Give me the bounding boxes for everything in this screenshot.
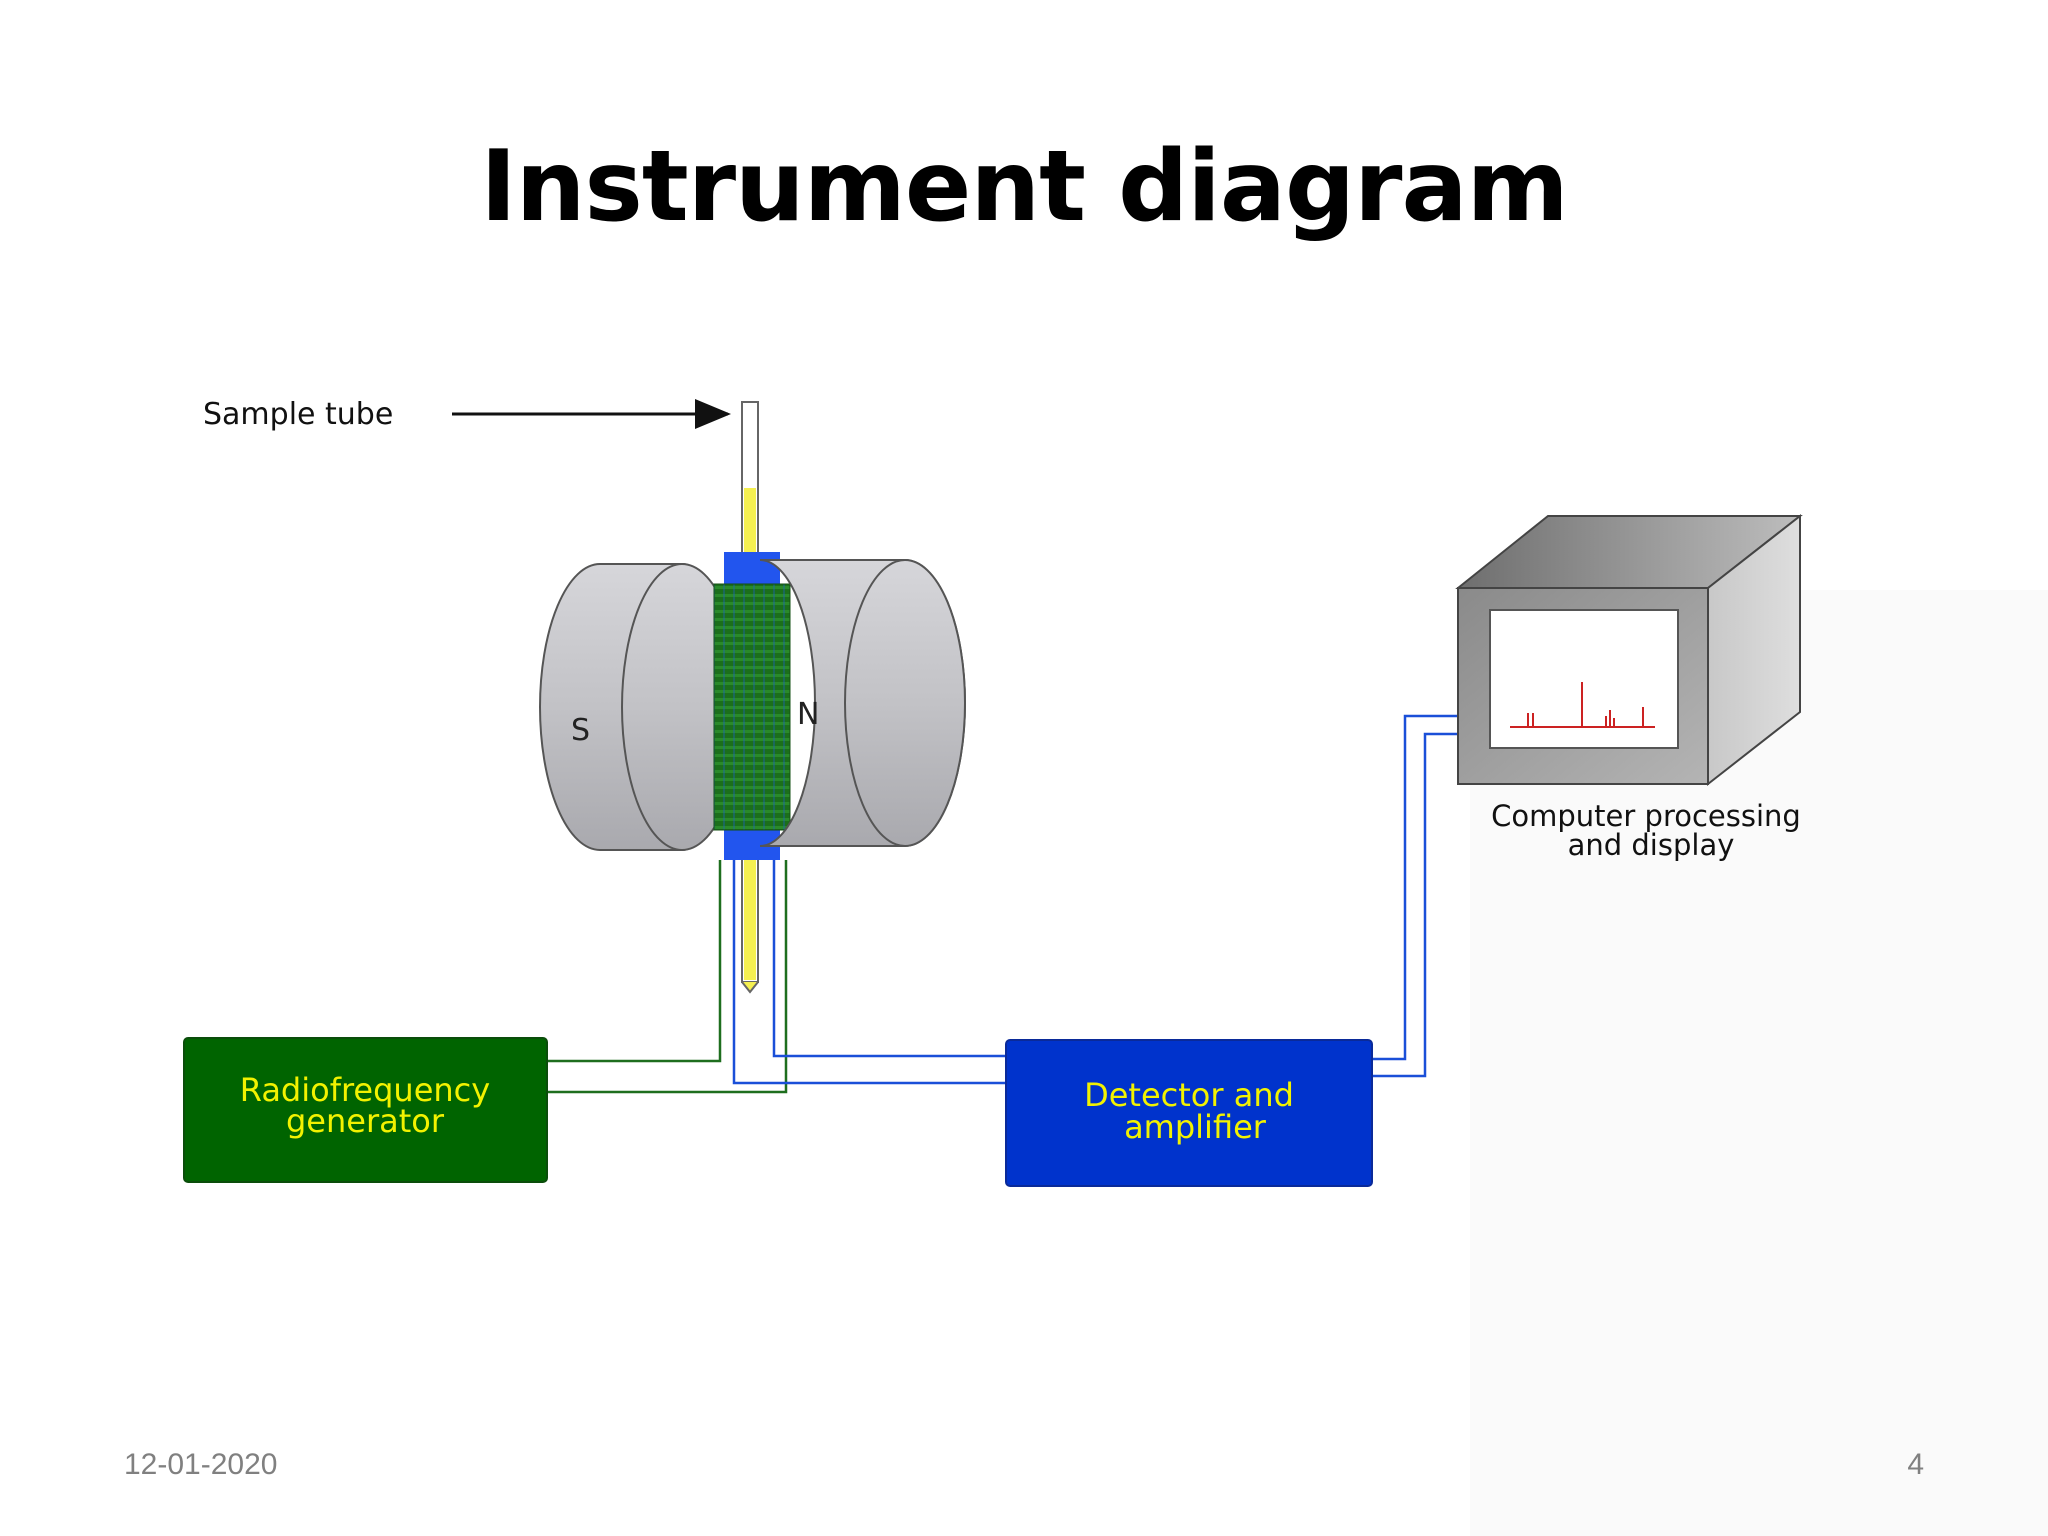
rf-coil [713,552,791,860]
computer-display [1455,513,1803,787]
detector-wires [732,714,1458,1085]
rf-generator-box: Radiofrequency generator [183,1037,548,1183]
sample-tube-label: Sample tube [203,397,393,432]
rf-generator-label-line1: Radiofrequency [240,1071,490,1109]
computer-label-line1: Computer processing [1491,799,1801,833]
detector-label-line2: amplifier [1124,1108,1267,1146]
magnet-south [539,563,743,851]
magnet-south-label: S [571,713,590,748]
footer-page-number: 4 [1907,1448,1924,1481]
rf-wires [547,860,788,1094]
spectrum-trace [1510,682,1655,728]
computer-label-line2: and display [1568,828,1735,862]
magnet-north-label: N [797,697,819,732]
detector-amplifier-box: Detector and amplifier [1005,1039,1373,1187]
footer-date: 12-01-2020 [124,1448,278,1481]
magnet-north [759,559,966,847]
detector-label-line1: Detector and [1084,1076,1294,1114]
slide-title: Instrument diagram [480,130,1568,244]
rf-generator-label-line2: generator [286,1102,445,1140]
